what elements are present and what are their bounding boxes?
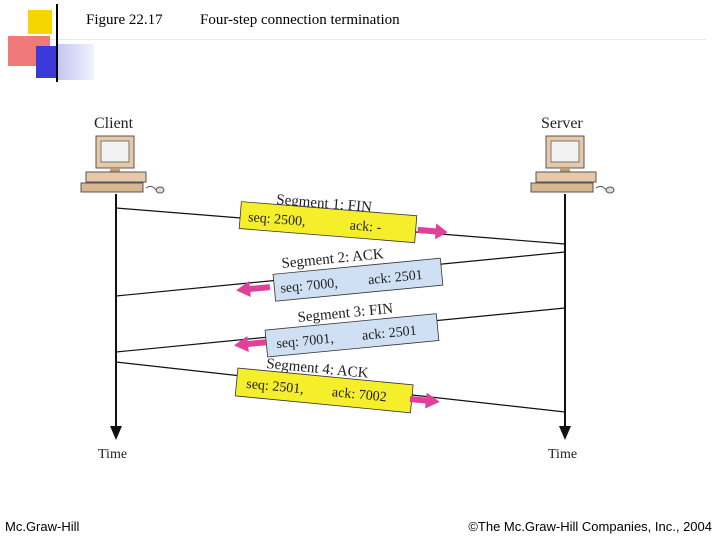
decor-lightblue-square bbox=[58, 44, 94, 80]
decor-yellow-square bbox=[28, 10, 52, 34]
server-computer-icon bbox=[530, 135, 615, 194]
figure-title: Four-step connection termination bbox=[200, 12, 400, 28]
segment-3-box: seq: 7001, ack: 2501 bbox=[264, 313, 440, 358]
segment-4-arrowhead-icon bbox=[409, 392, 440, 409]
client-time-arrow bbox=[110, 426, 122, 440]
decor-vertical-line bbox=[56, 4, 58, 82]
segment-4-box: seq: 2501, ack: 7002 bbox=[234, 367, 414, 414]
segment-2-arrowhead-icon bbox=[236, 281, 271, 297]
segment-1-seq: seq: 2500, bbox=[248, 210, 307, 230]
segment-3-arrowhead-icon bbox=[234, 336, 267, 352]
segment-1-arrowhead-icon bbox=[417, 223, 448, 240]
server-label: Server bbox=[541, 115, 583, 132]
footer-copyright: ©The Mc.Graw-Hill Companies, Inc., 2004 bbox=[468, 519, 712, 534]
figure-number: Figure 22.17 bbox=[86, 12, 163, 28]
segment-1-box: seq: 2500, ack: - bbox=[238, 201, 448, 244]
title-rule bbox=[6, 39, 706, 40]
segment-1-ack: ack: - bbox=[349, 218, 382, 236]
segment-4-ack: ack: 7002 bbox=[331, 385, 387, 405]
footer-publisher: Mc.Graw-Hill bbox=[5, 519, 80, 534]
segment-3-seq: seq: 7001, bbox=[276, 332, 335, 352]
segment-2-ack: ack: 2501 bbox=[367, 268, 423, 288]
decor-blue-square bbox=[36, 46, 58, 78]
segment-2-box: seq: 7000, ack: 2501 bbox=[272, 257, 444, 302]
segment-4-seq: seq: 2501, bbox=[246, 377, 305, 397]
segment-2-seq: seq: 7000, bbox=[280, 276, 339, 296]
server-time-label: Time bbox=[548, 447, 577, 462]
client-label: Client bbox=[94, 115, 134, 132]
client-time-label: Time bbox=[98, 447, 127, 462]
server-time-arrow bbox=[559, 426, 571, 440]
segment-3-ack: ack: 2501 bbox=[361, 324, 417, 344]
client-computer-icon bbox=[80, 135, 165, 194]
